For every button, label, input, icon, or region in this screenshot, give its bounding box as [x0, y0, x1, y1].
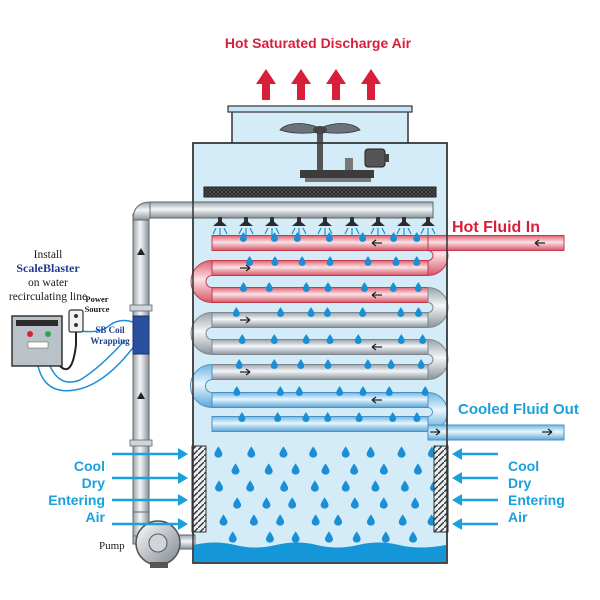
flow-arrow-icon: [371, 239, 382, 247]
air-arrow-icon: [452, 518, 498, 530]
sb-coil-line-1: SB Coil: [95, 325, 125, 335]
coil-bend: [427, 286, 449, 329]
hot-fluid-in-label: Hot Fluid In: [452, 219, 540, 236]
fan-motor-icon: [364, 148, 389, 168]
discharge-air-label: Hot Saturated Discharge Air: [225, 35, 412, 51]
spray-nozzle-icon: [370, 217, 386, 235]
air-arrow-icon: [112, 494, 188, 506]
power-source-label: Power Source: [85, 294, 110, 314]
spray-nozzle-icon: [344, 217, 360, 235]
sb-coil-band: [132, 315, 150, 355]
scaleblaster-wiring: [37, 319, 136, 392]
discharge-arrows: [256, 69, 381, 100]
right-air-line-2: Dry: [508, 475, 532, 491]
left-air-louver: [191, 445, 207, 533]
hot-fluid-in-pipe: [427, 235, 565, 251]
cooled-fluid-out-label: Cooled Fluid Out: [458, 401, 579, 418]
air-arrow-icon: [112, 472, 188, 484]
coil-tube: [211, 392, 429, 408]
power-source-line-2: Source: [85, 304, 110, 314]
pump-icon: [135, 520, 181, 568]
spray-nozzle-icon: [238, 217, 254, 235]
install-line-3: on water: [28, 277, 68, 289]
left-air-line-1: Cool: [74, 458, 105, 474]
flow-arrow-icon: [240, 264, 251, 272]
air-arrow-icon: [112, 518, 188, 530]
left-air-line-2: Dry: [82, 475, 106, 491]
sb-coil-label: SB Coil Wrapping: [90, 325, 130, 346]
left-air-label: Cool Dry Entering Air: [48, 458, 105, 525]
flow-arrow-icon: [534, 239, 545, 247]
air-arrow-icon: [452, 494, 498, 506]
power-source-line-1: Power: [85, 294, 108, 304]
install-line-1: Install: [34, 249, 63, 261]
flow-arrow-icon: [371, 291, 382, 299]
spray-nozzle-icon: [396, 217, 412, 235]
spray-nozzle-icon: [317, 217, 333, 235]
install-note: Install ScaleBlaster on water recirculat…: [9, 249, 87, 303]
flow-arrow-icon: [371, 343, 382, 351]
flow-arrow-icon: [240, 368, 251, 376]
scaleblaster-unit-icon: [11, 315, 63, 367]
fan-icon: [279, 123, 374, 182]
cooled-fluid-out-pipe: [427, 424, 565, 441]
heat-exchange-coil: [190, 234, 565, 441]
right-air-line-3: Entering: [508, 492, 565, 508]
spray-nozzle-icon: [212, 217, 228, 235]
install-brand: ScaleBlaster: [16, 261, 80, 275]
flow-arrow-icon: [430, 428, 441, 436]
drift-eliminator: [203, 186, 437, 198]
coil-bend: [190, 311, 213, 356]
spray-nozzles: [212, 217, 436, 235]
flow-arrow-icon: [371, 396, 382, 404]
air-flow-arrows: [112, 448, 498, 530]
air-arrow-icon: [452, 448, 498, 460]
spray-nozzle-icon: [291, 217, 307, 235]
sb-coil-line-2: Wrapping: [90, 336, 130, 346]
pump-label: Pump: [99, 540, 125, 552]
left-air-line-3: Entering: [48, 492, 105, 508]
flow-arrow-icon: [240, 316, 251, 324]
power-outlet-icon: [68, 309, 84, 333]
water-basin: [192, 142, 448, 564]
install-line-4: recirculating line: [9, 291, 87, 303]
air-arrow-icon: [452, 472, 498, 484]
coil-bend: [190, 259, 213, 304]
air-arrow-icon: [112, 448, 188, 460]
right-air-line-4: Air: [508, 509, 528, 525]
recirculating-pipe: [129, 201, 434, 550]
spray-nozzle-icon: [264, 217, 280, 235]
coil-bend: [427, 338, 449, 381]
left-air-line-4: Air: [86, 509, 106, 525]
flow-arrow-icon: [542, 428, 553, 436]
right-air-louver: [433, 445, 449, 533]
spray-nozzle-icon: [420, 217, 436, 235]
coil-bend: [190, 363, 213, 409]
right-air-line-1: Cool: [508, 458, 539, 474]
right-air-label: Cool Dry Entering Air: [508, 458, 565, 525]
